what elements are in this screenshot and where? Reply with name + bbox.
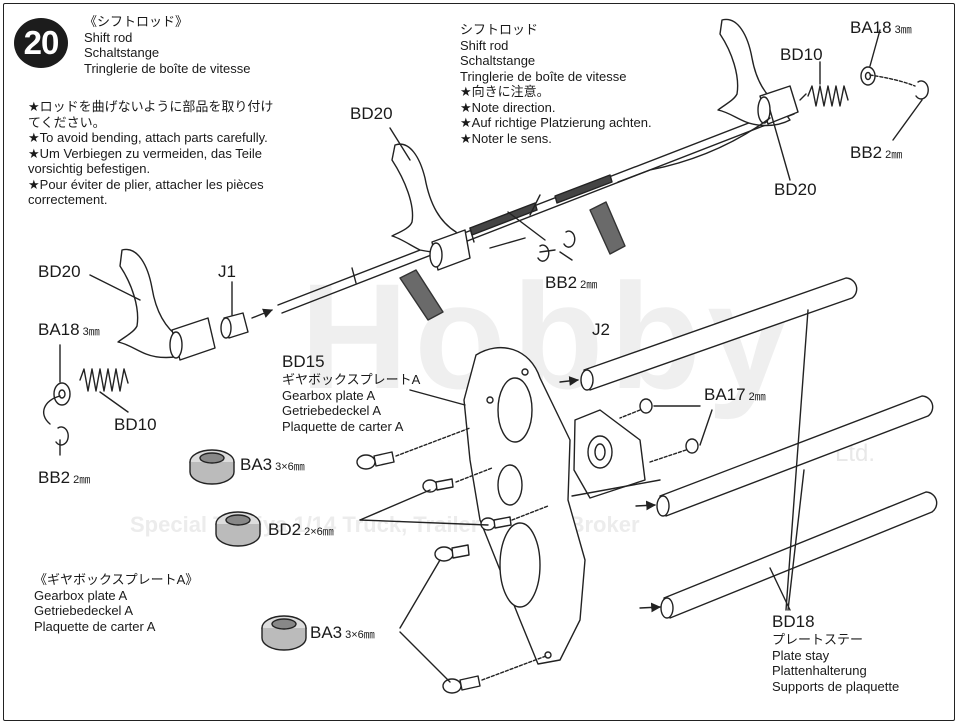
- spring-bd10-left: [79, 368, 129, 392]
- shift-fork-bd20-middle: [391, 143, 471, 271]
- motor-mount-j2: [571, 409, 661, 499]
- actual-size-bd2-icon: [215, 511, 261, 547]
- step-title-en: Shift rod: [84, 29, 133, 45]
- label-bd10-left: BD10: [114, 415, 157, 434]
- gearbox-plate-section-title: 《ギヤボックスプレートA》 Gearbox plate A Getriebede…: [34, 572, 199, 634]
- washer-ba18-left: [53, 382, 71, 406]
- plate-stay-bd18-bottom: [660, 491, 938, 619]
- step-number-badge: 20: [14, 18, 68, 68]
- shift-fork-bd20-left: [117, 248, 216, 361]
- plate-stay-bd18-mid: [656, 395, 934, 517]
- screw-bd2-a: [422, 467, 493, 493]
- label-bd15-block: BD15 ギヤボックスプレートA Gearbox plate A Getrieb…: [282, 352, 421, 434]
- shift-rod-note: シフトロッド Shift rod Schaltstange Tringlerie…: [460, 22, 652, 146]
- screw-ba3-top: [356, 427, 471, 470]
- spring-bd10-top: [807, 85, 849, 107]
- step-title-de: Schaltstange: [84, 45, 160, 60]
- collar-j1: [220, 312, 249, 339]
- step-title-jp: 《シフトロッド》: [84, 14, 189, 29]
- e-clip-bb2-mid-a: [537, 244, 550, 262]
- label-bd20-top: BD20: [350, 104, 393, 123]
- step-title-fr: Tringlerie de boîte de vitesse: [84, 60, 251, 76]
- label-bd10-top: BD10: [780, 45, 823, 64]
- shift-fork-arm: [617, 117, 771, 183]
- grease-icon: [399, 201, 626, 321]
- nut-ba17-b: [685, 438, 699, 454]
- label-bd20-left: BD20: [38, 262, 81, 281]
- e-clip-bb2-left: [55, 426, 69, 446]
- shift-fork-bd20-right: [717, 18, 799, 127]
- label-bd20-right: BD20: [774, 180, 817, 199]
- plate-stay-bd18-top: [580, 277, 858, 391]
- screw-ba3-bottom: [442, 655, 547, 694]
- e-clip-bb2-right: [915, 80, 929, 100]
- page-frame: [3, 3, 955, 721]
- step-title: 《シフトロッド》 Shift rod Schaltstange Tringler…: [84, 14, 250, 76]
- label-j2: J2: [592, 320, 610, 339]
- e-clip-bb2-mid-b: [563, 230, 576, 248]
- screw-ba3-mid: [434, 544, 470, 562]
- shift-rod-shaft: [277, 106, 795, 314]
- caution-note: ★ロッドを曲げないように部品を取り付け てください。 ★To avoid ben…: [28, 99, 274, 207]
- label-j1: J1: [218, 262, 236, 281]
- actual-size-ba3-icon: [189, 449, 235, 485]
- label-bd18-block: BD18 プレートステー Plate stay Plattenhalterung…: [772, 612, 900, 694]
- nut-ba17-a: [639, 398, 653, 414]
- gearbox-plate-bd15: [463, 346, 586, 665]
- actual-size-ba3-bottom-icon: [261, 615, 307, 651]
- screw-bd2-b: [480, 505, 549, 531]
